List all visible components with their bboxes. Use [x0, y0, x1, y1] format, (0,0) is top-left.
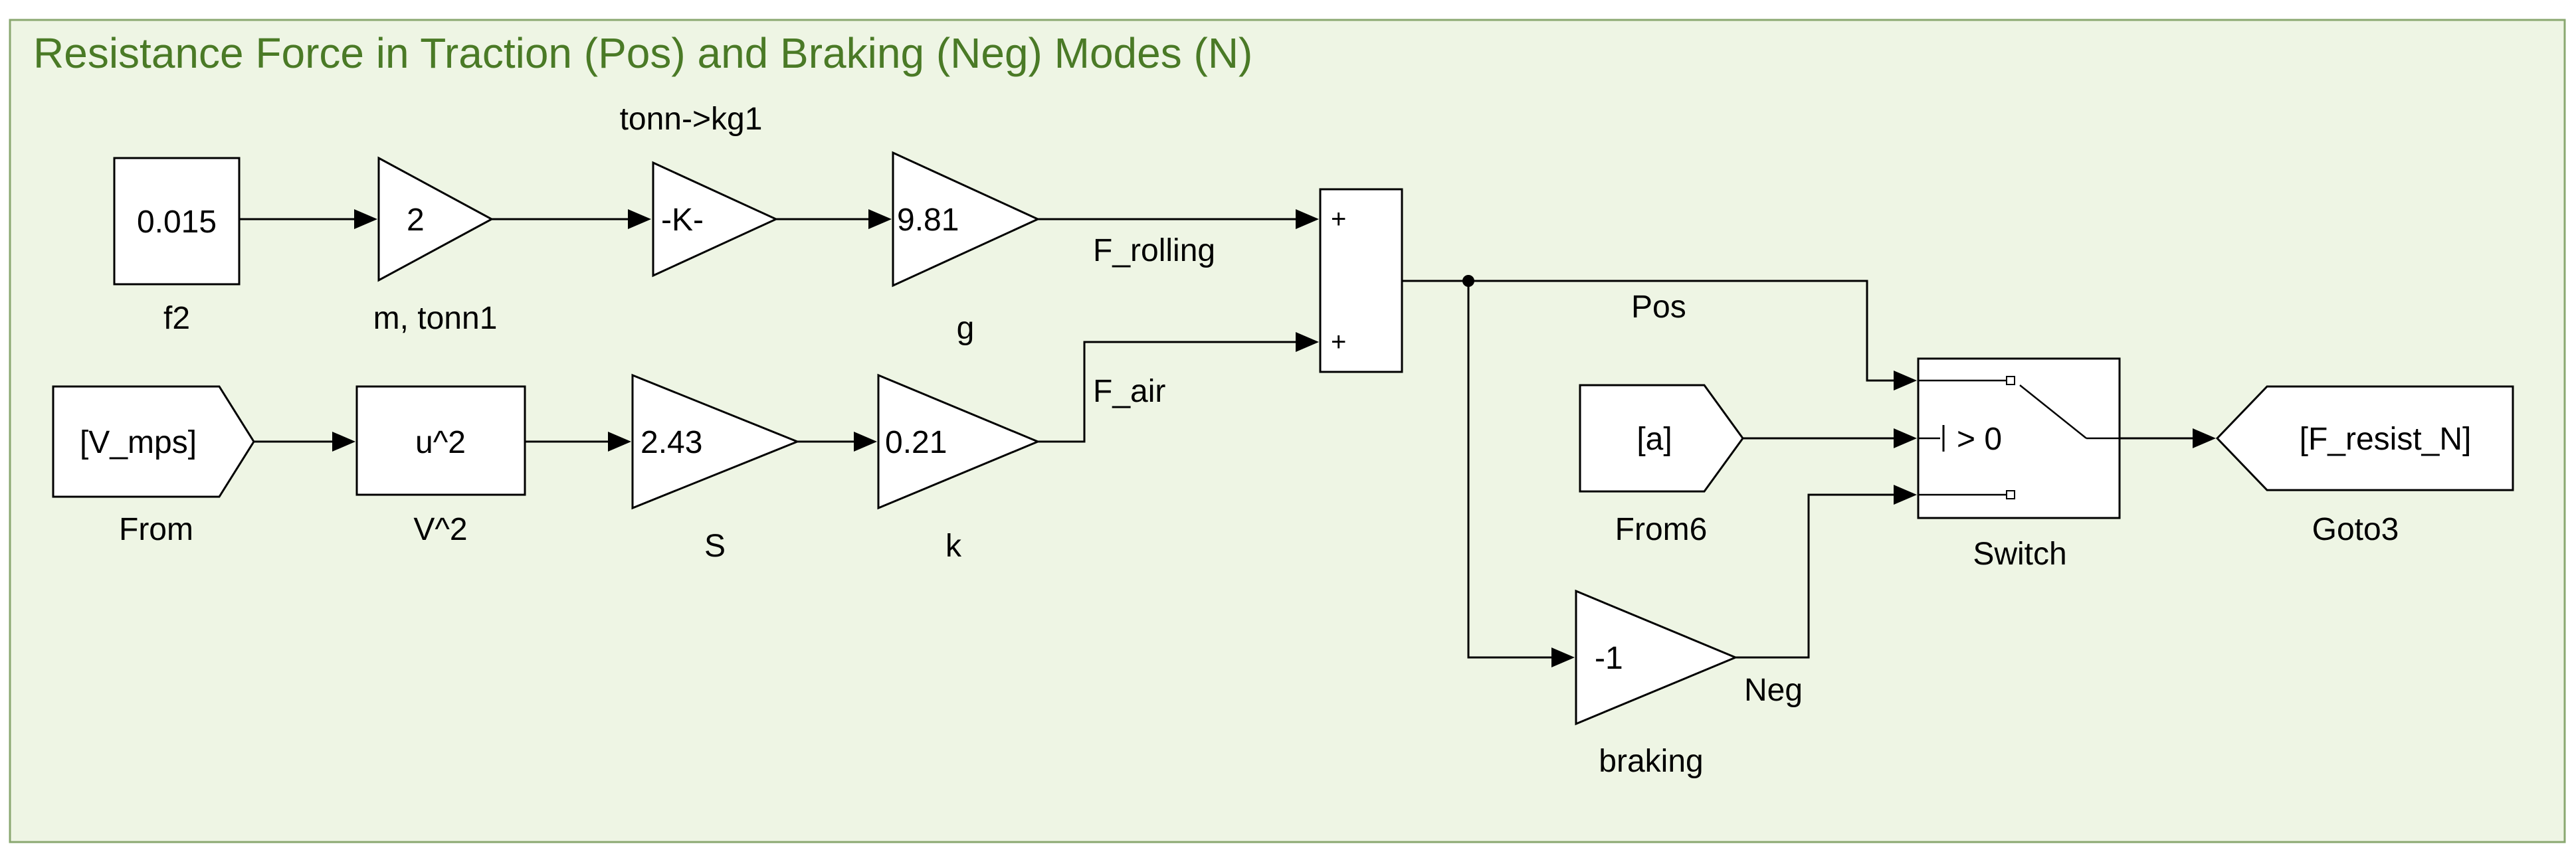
switch-criteria: > 0 [1957, 422, 2002, 457]
from6-block[interactable]: [a] [1579, 384, 1744, 493]
arrow-f2-m [354, 209, 377, 229]
from-value: [V_mps] [80, 425, 197, 460]
arrow-g-sum [1296, 209, 1319, 229]
k-value: 0.21 [885, 425, 947, 460]
goto3-name: Goto3 [2312, 512, 2399, 547]
wire-branch-braking [1467, 281, 1553, 659]
arrow-s-k [854, 432, 877, 452]
v2-value: u^2 [415, 425, 466, 460]
wire-k-sum [1038, 341, 1297, 443]
sum-sign2: + [1331, 327, 1346, 357]
arrow-from-v2 [332, 432, 355, 452]
arrow-v2-s [608, 432, 631, 452]
tonnkg-gain-block[interactable]: -K- [652, 161, 779, 278]
v2-name: V^2 [413, 512, 467, 547]
tonnkg-value: -K- [661, 203, 704, 238]
sum-block[interactable]: + + [1319, 188, 1403, 373]
arrow-m-tonnkg [628, 209, 651, 229]
braking-gain-block[interactable]: -1 [1575, 589, 1738, 726]
area-title: Resistance Force in Traction (Pos) and B… [33, 29, 1252, 77]
arrow-sum-switch-pos [1894, 371, 1917, 390]
s-gain-block[interactable]: 2.43 [631, 373, 801, 510]
arrow-from6-switch [1894, 428, 1917, 448]
f-rolling-label: F_rolling [1093, 233, 1215, 268]
arrow-braking-switch-neg [1894, 485, 1917, 505]
arrow-tonnkg-g [868, 209, 892, 229]
wire-sum-switch-pos [1402, 280, 1897, 382]
m-value: 2 [407, 203, 425, 238]
switch-name: Switch [1973, 537, 2066, 572]
g-gain-block[interactable]: 9.81 [892, 151, 1040, 288]
f2-value: 0.015 [137, 205, 217, 240]
from6-value: [a] [1636, 422, 1672, 457]
goto3-value: [F_resist_N] [2300, 422, 2472, 457]
tonnkg-name: tonn->kg1 [620, 102, 763, 137]
f2-constant-block[interactable]: 0.015 [113, 157, 241, 286]
f-air-label: F_air [1093, 374, 1165, 409]
switch-lever [2019, 385, 2087, 439]
from6-name: From6 [1615, 512, 1708, 547]
from-vmps-block[interactable]: [V_mps] [52, 385, 255, 498]
sum-sign1: + [1331, 205, 1346, 234]
g-name: g [957, 311, 975, 346]
v2-math-block[interactable]: u^2 [355, 385, 526, 496]
k-name: k [945, 529, 962, 564]
arrow-switch-goto [2193, 428, 2216, 448]
wire-braking-switch-neg [1735, 493, 1897, 659]
braking-name: braking [1599, 744, 1703, 779]
f2-name: f2 [163, 301, 190, 336]
neg-label: Neg [1744, 673, 1803, 708]
g-value: 9.81 [897, 203, 959, 238]
m-name: m, tonn1 [373, 301, 498, 336]
switch-block[interactable]: > 0 [1917, 357, 2121, 519]
arrow-k-sum [1296, 332, 1319, 352]
goto3-block[interactable]: [F_resist_N] [2215, 385, 2514, 491]
m-gain-block[interactable]: 2 [377, 156, 494, 282]
s-value: 2.43 [641, 425, 702, 460]
switch-in1-terminal [2006, 376, 2015, 385]
from-name: From [119, 512, 193, 547]
s-name: S [704, 529, 726, 564]
arrow-branch-braking [1551, 647, 1575, 667]
braking-value: -1 [1595, 641, 1623, 676]
switch-in3-terminal [2006, 490, 2015, 499]
pos-label: Pos [1631, 290, 1686, 325]
k-gain-block[interactable]: 0.21 [877, 373, 1040, 510]
